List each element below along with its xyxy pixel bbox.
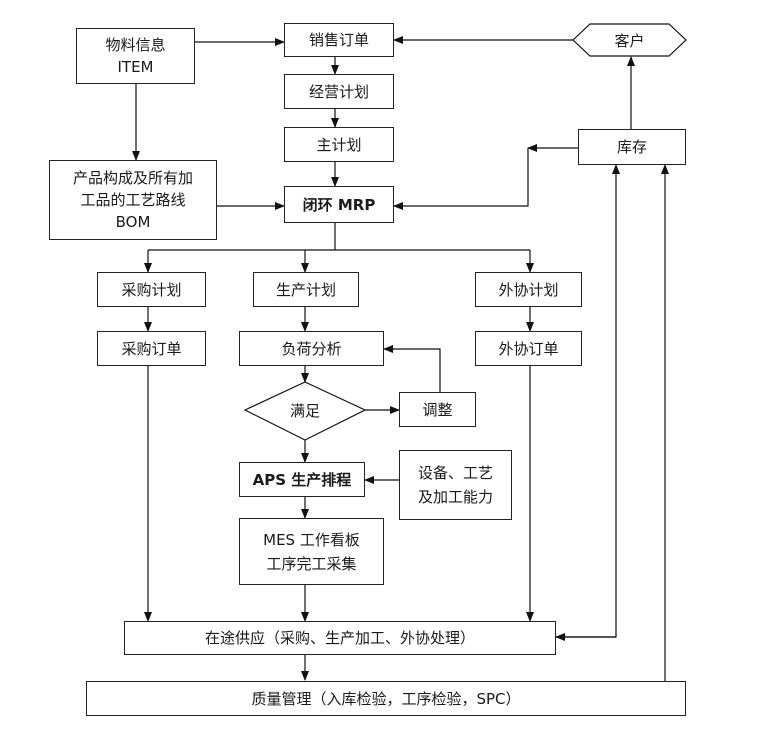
mes-label-1: MES 工作看板 <box>263 530 360 549</box>
bom-box: 产品构成及所有加 工品的工艺路线 BOM <box>49 160 217 240</box>
adjust-label: 调整 <box>422 400 453 419</box>
arrow-transit-to-inventory <box>556 164 620 638</box>
mrp-box: 闭环 MRP <box>284 186 394 223</box>
capability-label-2: 及加工能力 <box>417 488 493 506</box>
adjust-box: 调整 <box>399 392 476 427</box>
satisfy-label: 满足 <box>289 401 320 420</box>
production-plan-box: 生产计划 <box>253 272 359 307</box>
bom-label-2: 工品的工艺路线 <box>80 191 186 209</box>
quality-label: 质量管理（入库检验，工序检验，SPC） <box>251 689 521 708</box>
purchase-order-box: 采购订单 <box>97 331 206 366</box>
outsource-plan-box: 外协计划 <box>475 272 582 307</box>
production-plan-label: 生产计划 <box>275 280 336 299</box>
capability-box: 设备、工艺 及加工能力 <box>399 450 512 520</box>
business-plan-label: 经营计划 <box>308 82 369 101</box>
sales-order-label: 销售订单 <box>308 31 369 49</box>
purchase-plan-box: 采购计划 <box>97 272 206 307</box>
bom-label-1: 产品构成及所有加 <box>72 169 193 187</box>
purchase-plan-label: 采购计划 <box>121 280 182 299</box>
in-transit-label: 在途供应（采购、生产加工、外协处理） <box>204 629 475 647</box>
item-label-1: 物料信息 <box>105 36 166 54</box>
quality-box: 质量管理（入库检验，工序检验，SPC） <box>86 681 686 716</box>
inventory-box: 库存 <box>578 129 686 165</box>
customer-label: 客户 <box>614 31 645 50</box>
arrow-adjust-to-load <box>383 345 441 392</box>
customer-shape <box>572 23 687 57</box>
item-box: 物料信息 ITEM <box>76 28 195 84</box>
outsource-order-label: 外协订单 <box>498 339 559 358</box>
mrp-label: 闭环 MRP <box>302 195 376 214</box>
load-analysis-box: 负荷分析 <box>239 331 384 366</box>
aps-box: APS 生产排程 <box>239 462 365 497</box>
mrp-branch <box>148 223 530 251</box>
purchase-order-label: 采购订单 <box>121 339 182 358</box>
inventory-label: 库存 <box>616 138 647 156</box>
aps-label: APS 生产排程 <box>252 470 352 489</box>
capability-label-1: 设备、工艺 <box>417 464 493 482</box>
sales-order-box: 销售订单 <box>284 23 394 57</box>
mes-label-2: 工序完工采集 <box>266 554 357 573</box>
master-plan-box: 主计划 <box>284 127 394 162</box>
outsource-plan-label: 外协计划 <box>498 280 559 299</box>
satisfy-shape <box>243 381 367 441</box>
arrow-to-mrp-right <box>393 148 529 210</box>
in-transit-box: 在途供应（采购、生产加工、外协处理） <box>124 621 556 655</box>
business-plan-box: 经营计划 <box>284 74 394 109</box>
mes-box: MES 工作看板 工序完工采集 <box>239 518 384 585</box>
load-analysis-label: 负荷分析 <box>281 339 342 358</box>
item-label-2: ITEM <box>117 58 154 76</box>
bom-label-3: BOM <box>115 213 151 231</box>
master-plan-label: 主计划 <box>316 135 362 154</box>
outsource-order-box: 外协订单 <box>475 331 582 366</box>
